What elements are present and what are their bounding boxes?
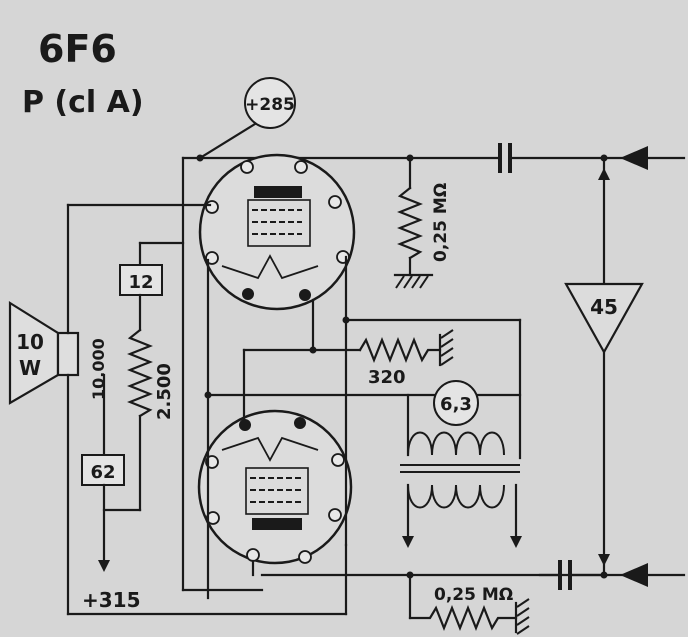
resistor-62-label: 62 [90, 462, 115, 483]
bottom-grid-resistor-label: 0,25 MΩ [434, 585, 513, 605]
cathode-resistor-label: 320 [368, 367, 406, 388]
resistor-10000-label: 10.000 [89, 338, 108, 400]
lower-tube [197, 409, 353, 565]
bottom-input-arrow [602, 563, 686, 587]
resistor-2500-label: 2.500 [154, 363, 175, 420]
top-grid-resistor: 0,25 MΩ [393, 156, 451, 289]
upper-tube [198, 153, 356, 311]
resistor-12-label: 12 [128, 272, 153, 293]
bottom-capacitor [538, 560, 602, 590]
amplifier-label: 45 [590, 295, 618, 319]
speaker-label-bottom: W [19, 356, 41, 380]
top-grid-resistor-label: 0,25 MΩ [431, 183, 451, 262]
top-input-arrow [620, 146, 686, 170]
amplifier-45: 45 [564, 154, 644, 579]
speaker-label-top: 10 [16, 330, 44, 354]
top-bus [181, 156, 642, 592]
heater-voltage-label: 6,3 [440, 394, 472, 415]
cathode-resistor-320: 320 [358, 329, 454, 388]
subtitle: P (cl A) [22, 85, 144, 120]
top-capacitor [498, 143, 512, 173]
bottom-grid-resistor: 0,25 MΩ [408, 573, 530, 635]
title: 6F6 [38, 27, 117, 71]
supply-285-label: +285 [245, 95, 295, 115]
speaker: 10 W [8, 301, 80, 405]
supply-285-node: +285 [196, 77, 296, 162]
supply-315-label: +315 [82, 588, 141, 612]
bias-network: 12 2.500 62 +315 [81, 241, 185, 612]
heater-transformer: 6,3 [400, 380, 522, 548]
